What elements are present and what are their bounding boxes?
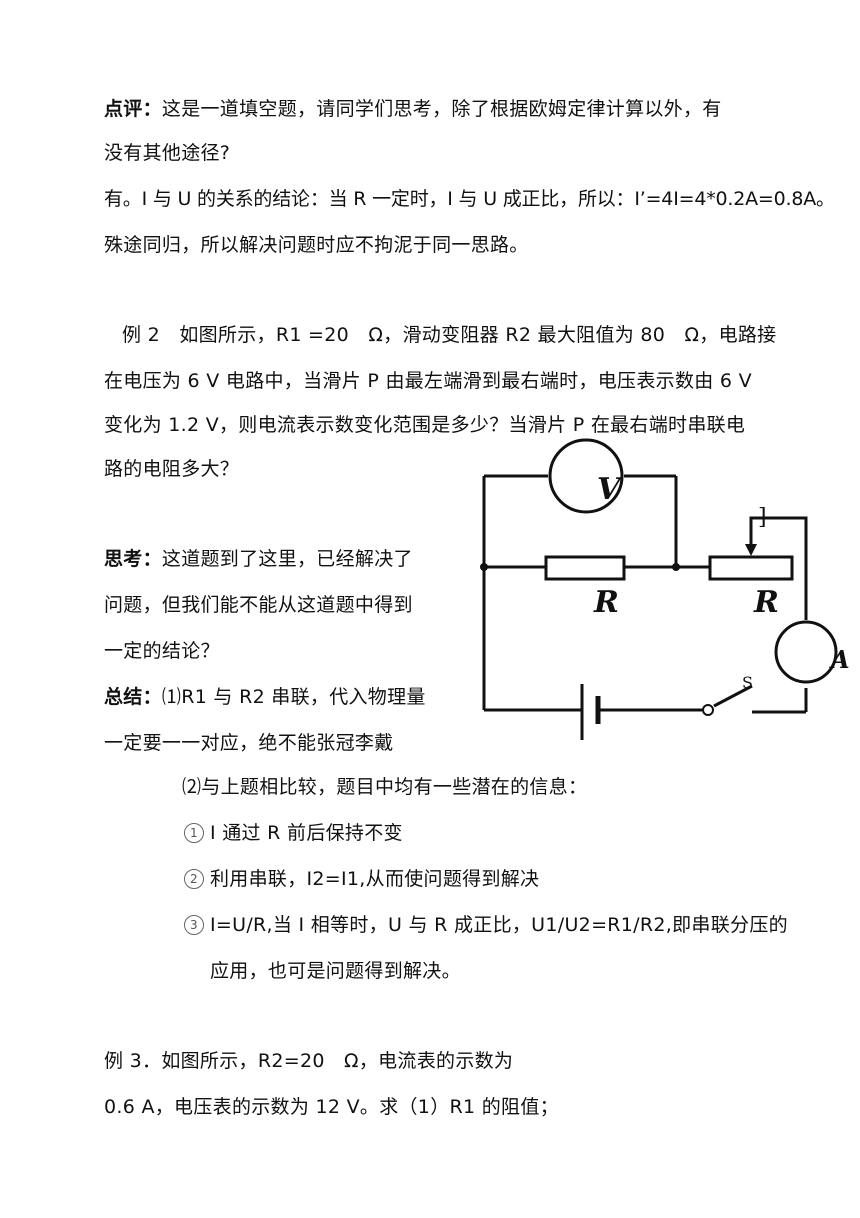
summary-line-3: ⑵与上题相比较，题目中均有一些潜在的信息：	[182, 776, 588, 798]
think-line-2: 问题，但我们能不能从这道题中得到	[104, 594, 413, 616]
slider-arrow-icon	[745, 544, 757, 556]
resistor-r2-label: R	[753, 585, 779, 620]
item-number-1: 1	[184, 823, 204, 843]
summary-item-1: 1 I 通过 R 前后保持不变	[184, 820, 403, 846]
resistor-r2	[708, 555, 794, 581]
resistor-r1	[544, 555, 626, 581]
item-text-1: I 通过 R 前后保持不变	[210, 822, 403, 844]
think-label: 思考：	[104, 548, 162, 570]
think-text-1: 这道题到了这里，已经解决了	[161, 548, 413, 570]
item-text-3: I=U/R,当 I 相等时，U 与 R 成正比，U1/U2=R1/R2,即串联分…	[210, 914, 788, 936]
summary-item-3: 3 I=U/R,当 I 相等时，U 与 R 成正比，U1/U2=R1/R2,即串联…	[184, 912, 788, 938]
item-text-2: 利用串联，I2=I1,从而使问题得到解决	[210, 868, 540, 890]
ammeter	[774, 620, 838, 684]
comment-label: 点评：	[104, 98, 162, 120]
resistor-r1-label: R	[593, 585, 619, 620]
comment-line-1: 点评：这是一道填空题，请同学们思考，除了根据欧姆定律计算以外，有	[104, 96, 722, 122]
circuit-diagram: V A R R ] S	[480, 438, 850, 740]
ammeter-label: A	[829, 645, 850, 674]
voltmeter-label: V	[597, 472, 623, 507]
switch-label: S	[742, 673, 753, 692]
comment-text-1: 这是一道填空题，请同学们思考，除了根据欧姆定律计算以外，有	[161, 98, 722, 120]
summary-item-2: 2 利用串联，I2=I1,从而使问题得到解决	[184, 866, 539, 892]
example2-line-1: 例 2 如图所示，R1 =20 Ω，滑动变阻器 R2 最大阻值为 80 Ω，电路…	[122, 324, 777, 346]
slider-wire	[749, 516, 808, 620]
summary-line-2: 一定要一一对应，绝不能张冠李戴	[104, 732, 394, 754]
example2-line-3: 变化为 1.2 V，则电流表示数变化范围是多少？当滑片 P 在最右端时串联电	[104, 414, 746, 436]
junction-right	[672, 563, 680, 571]
example3-line-1: 例 3．如图所示，R2=20 Ω，电流表的示数为	[104, 1050, 514, 1072]
summary-item-3-cont: 应用，也可是问题得到解决。	[210, 960, 461, 982]
summary-label: 总结：	[104, 686, 162, 708]
comment-line-3: 有。I 与 U 的关系的结论：当 R 一定时，I 与 U 成正比，所以：I’=4…	[104, 188, 835, 210]
switch-terminal	[702, 704, 714, 716]
item-number-3: 3	[184, 915, 204, 935]
summary-line-1: 总结：⑴R1 与 R2 串联，代入物理量	[104, 684, 426, 710]
slider-label: ]	[758, 505, 767, 530]
comment-line-2: 没有其他途径?	[104, 142, 231, 164]
switch-lever	[713, 684, 753, 708]
junction-left	[480, 563, 488, 571]
item-number-2: 2	[184, 869, 204, 889]
summary-text-1: ⑴R1 与 R2 串联，代入物理量	[161, 686, 426, 708]
example2-line-2: 在电压为 6 V 电路中，当滑片 P 由最左端滑到最右端时，电压表示数由 6 V	[104, 370, 752, 392]
example3-line-2: 0.6 A，电压表的示数为 12 V。求（1）R1 的阻值；	[104, 1096, 559, 1118]
think-line-3: 一定的结论？	[104, 640, 220, 662]
think-line-1: 思考：这道题到了这里，已经解决了	[104, 546, 413, 572]
comment-line-4: 殊途同归，所以解决问题时应不拘泥于同一思路。	[104, 234, 529, 256]
example2-line-4: 路的电阻多大？	[104, 458, 240, 480]
voltmeter	[548, 438, 624, 514]
